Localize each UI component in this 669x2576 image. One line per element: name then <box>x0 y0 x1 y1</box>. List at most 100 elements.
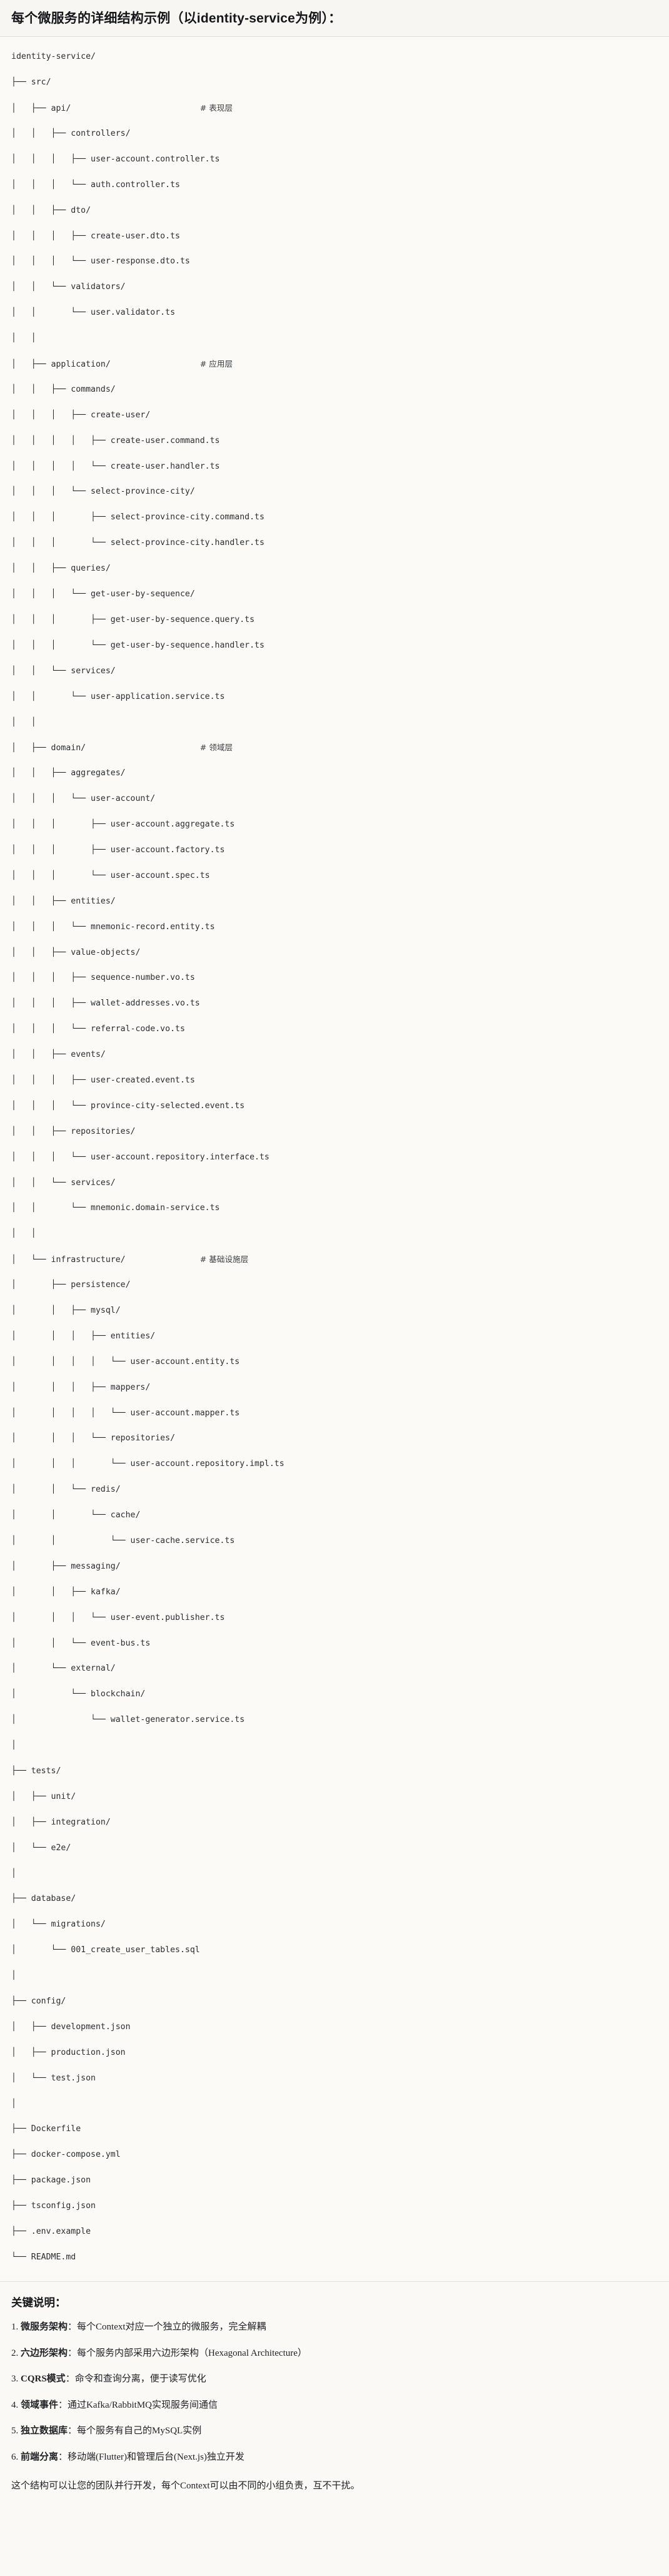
tree-row: │ ├── messaging/ <box>11 1560 658 1573</box>
tree-row: │ │ │ ├── user-created.event.ts <box>11 1074 658 1087</box>
key-note-description: 命令和查询分离，便于读写优化 <box>74 2374 206 2385</box>
key-note-item: 4. 领域事件：通过Kafka/RabbitMQ实现服务间通信 <box>11 2398 658 2413</box>
tree-node-label: ├── docker-compose.yml <box>11 2150 121 2160</box>
tree-row: │ │ ├── controllers/ <box>11 128 658 140</box>
key-note-term: 领域事件 <box>21 2400 59 2410</box>
key-note-item: 5. 独立数据库：每个服务有自己的MySQL实例 <box>11 2424 658 2438</box>
tree-row: │ └── blockchain/ <box>11 1688 658 1701</box>
tree-row: │ │ └── cache/ <box>11 1509 658 1522</box>
tree-node-label: │ │ │ ├── mappers/ <box>11 1382 151 1392</box>
tree-row: │ │ │ └── user-account/ <box>11 793 658 805</box>
document-page: 每个微服务的详细结构示例（以identity-service为例）： ident… <box>0 11 669 2508</box>
tree-row: │ └── 001_create_user_tables.sql <box>11 1944 658 1957</box>
tree-node-label: │ │ │ ├── get-user-by-sequence.query.ts <box>11 614 255 624</box>
tree-node-label: │ │ │ │ └── user-account.mapper.ts <box>11 1408 240 1418</box>
tree-row: │ │ ├── value-objects/ <box>11 947 658 959</box>
tree-node-label: │ │ <box>11 333 36 344</box>
key-note-term: CQRS模式 <box>21 2374 66 2385</box>
key-note-description: 每个服务内部采用六边形架构（Hexagonal Architecture） <box>77 2348 307 2358</box>
tree-node-label: │ │ ├── commands/ <box>11 384 116 394</box>
tree-node-label: │ │ └── services/ <box>11 666 116 676</box>
tree-row: │ └── migrations/ <box>11 1918 658 1931</box>
key-note-colon: ： <box>58 2400 68 2410</box>
tree-node-label: │ └── migrations/ <box>11 1920 106 1930</box>
tree-row: ├── docker-compose.yml <box>11 2149 658 2161</box>
tree-node-label: ├── .env.example <box>11 2227 91 2237</box>
tree-node-label: │ │ │ ├── create-user.dto.ts <box>11 231 180 241</box>
tree-comment-spacer <box>126 1255 200 1265</box>
tree-row: │ │ │ ├── mappers/ <box>11 1382 658 1394</box>
tree-node-label: │ │ │ ├── create-user/ <box>11 410 151 420</box>
tree-row: ├── database/ <box>11 1893 658 1905</box>
tree-node-label: ├── package.json <box>11 2176 91 2186</box>
tree-row: │ │ │ └── user-event.publisher.ts <box>11 1612 658 1624</box>
tree-node-label: │ └── wallet-generator.service.ts <box>11 1715 245 1725</box>
tree-row: │ │ <box>11 332 658 345</box>
tree-node-label: │ <box>11 1868 16 1878</box>
tree-row: │ │ ├── mysql/ <box>11 1305 658 1317</box>
tree-row: │ └── wallet-generator.service.ts <box>11 1714 658 1726</box>
tree-layer-comment: # 应用层 <box>199 359 233 369</box>
key-note-term: 微服务架构 <box>21 2322 68 2333</box>
key-note-description: 每个服务有自己的MySQL实例 <box>77 2426 202 2436</box>
tree-row: │ ├── integration/ <box>11 1816 658 1829</box>
key-note-item: 2. 六边形架构：每个服务内部采用六边形架构（Hexagonal Archite… <box>11 2346 658 2361</box>
tree-row: │ │ │ ├── wallet-addresses.vo.ts <box>11 997 658 1010</box>
tree-layer-comment: # 基础设施层 <box>199 1255 249 1265</box>
tree-node-label: │ │ │ ├── select-province-city.command.t… <box>11 512 264 522</box>
tree-comment-spacer <box>111 360 200 369</box>
tree-row: │ │ └── user.validator.ts <box>11 307 658 319</box>
tree-row: ├── config/ <box>11 1995 658 2008</box>
tree-node-label: │ │ │ ├── user-account.controller.ts <box>11 154 220 164</box>
tree-node-label: │ │ │ │ └── create-user.handler.ts <box>11 461 220 471</box>
tree-node-label: ├── database/ <box>11 1894 76 1904</box>
key-note-term: 独立数据库 <box>21 2426 68 2436</box>
tree-node-label: │ │ │ └── get-user-by-sequence/ <box>11 589 195 599</box>
tree-node-label: └── README.md <box>11 2252 76 2262</box>
section-divider <box>0 2281 669 2283</box>
key-note-description: 每个Context对应一个独立的微服务，完全解耦 <box>77 2322 266 2333</box>
tree-node-label: │ │ │ └── select-province-city/ <box>11 487 195 497</box>
tree-row: │ │ <box>11 716 658 729</box>
tree-row: │ │ │ └── user-account.repository.interf… <box>11 1151 658 1164</box>
tree-row: │ ├── development.json <box>11 2021 658 2034</box>
tree-node-label: │ ├── integration/ <box>11 1817 111 1827</box>
tree-node-label: │ │ │ └── mnemonic-record.entity.ts <box>11 922 215 932</box>
key-note-description: 通过Kafka/RabbitMQ实现服务间通信 <box>68 2400 218 2410</box>
tree-row: │ │ │ └── user-response.dto.ts <box>11 255 658 268</box>
tree-row: │ │ │ └── province-city-selected.event.t… <box>11 1100 658 1112</box>
tree-node-label: │ │ ├── kafka/ <box>11 1587 121 1597</box>
tree-row: │ │ │ └── auth.controller.ts <box>11 179 658 191</box>
key-note-colon: ： <box>65 2374 75 2385</box>
tree-node-label: │ │ └── validators/ <box>11 282 126 292</box>
tree-row: │ │ ├── commands/ <box>11 384 658 396</box>
key-notes-heading: 关键说明： <box>11 2296 66 2309</box>
tree-row: │ ├── production.json <box>11 2047 658 2059</box>
tree-node-label: │ │ │ ├── user-account.aggregate.ts <box>11 820 235 830</box>
tree-row: │ │ │ └── repositories/ <box>11 1432 658 1445</box>
tree-node-label: identity-service/ <box>11 52 96 62</box>
tree-node-label: │ │ │ └── user-response.dto.ts <box>11 257 190 267</box>
key-note-item: 3. CQRS模式：命令和查询分离，便于读写优化 <box>11 2372 658 2386</box>
key-note-number: 4. <box>11 2400 21 2410</box>
tree-row: │ ├── application/ # 应用层 <box>11 358 658 370</box>
key-note-colon: ： <box>68 2426 78 2436</box>
tree-node-label: │ ├── messaging/ <box>11 1561 121 1571</box>
tree-row: │ │ ├── repositories/ <box>11 1126 658 1138</box>
tree-row: │ └── external/ <box>11 1662 658 1675</box>
key-note-number: 2. <box>11 2348 21 2358</box>
tree-node-label: │ │ └── redis/ <box>11 1485 121 1495</box>
tree-node-label: │ │ ├── queries/ <box>11 564 111 574</box>
tree-row: └── README.md <box>11 2251 658 2264</box>
tree-node-label: │ │ │ └── province-city-selected.event.t… <box>11 1101 245 1111</box>
tree-node-label: │ └── test.json <box>11 2073 96 2083</box>
key-note-term: 前端分离 <box>21 2451 59 2462</box>
tree-node-label: │ │ ├── dto/ <box>11 205 91 215</box>
tree-row: ├── package.json <box>11 2174 658 2187</box>
tree-row: │ │ │ └── user-account.spec.ts <box>11 870 658 882</box>
tree-row: │ │ └── redis/ <box>11 1484 658 1496</box>
key-note-number: 3. <box>11 2374 21 2385</box>
tree-node-label: │ │ │ │ └── user-account.entity.ts <box>11 1357 240 1367</box>
tree-row: │ ├── unit/ <box>11 1791 658 1803</box>
